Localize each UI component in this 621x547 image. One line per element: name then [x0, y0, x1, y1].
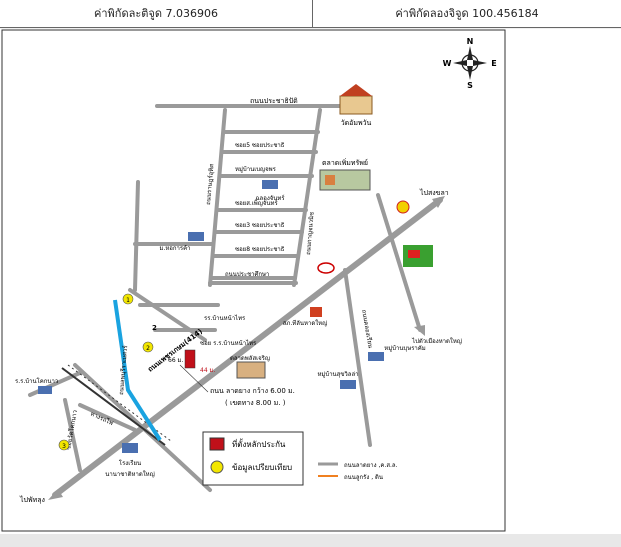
road-soi-pawnchan: ซอยส.เพ็ญจันทร์ — [235, 198, 278, 207]
highway-414 — [52, 197, 443, 498]
bigc-icon — [403, 245, 433, 267]
compass-icon: N S E W — [443, 37, 497, 90]
school-bottom-icon — [122, 443, 138, 453]
dist-b-label: ( เขตทาง 8.00 ม. ) — [225, 399, 286, 407]
road-ratakan: ถนนราษฎร์อุทิศ — [204, 163, 216, 205]
legend-plot-label: ที่ตั้งหลักประกัน — [232, 438, 286, 449]
market-label: ตลาดเพิ่มทรัพย์ — [322, 158, 368, 167]
legend-dirt-label: ถนนลูกรัง , ดิน — [344, 474, 383, 481]
label-c2: 2 — [152, 324, 157, 332]
university-label: ม.หอการค้า — [159, 245, 190, 252]
university-icon — [188, 232, 204, 241]
map-canvas: N S E W — [1, 29, 506, 532]
arrow-songkhla-icon — [432, 196, 445, 208]
market-icon — [319, 169, 371, 191]
bus-icon — [262, 180, 278, 189]
police-label: สภ.ทีลันหาดใหญ่ — [283, 319, 327, 327]
road-network — [28, 104, 422, 492]
legend-info-label: ข้อมูลเปรียบเทียบ — [232, 463, 292, 473]
songkhla-label: ไปสงขลา — [419, 188, 449, 197]
compass-east: E — [491, 59, 496, 68]
land-dim2-label: 44 ม. — [200, 367, 215, 374]
phatthalung-label: ไปพัทลุง — [19, 495, 45, 504]
village3-icon — [340, 380, 356, 389]
road-prachathipat: ถนนประชาธิปัติ — [250, 97, 298, 105]
school-bottom-label-2: นานาชาติหาดใหญ่ — [105, 470, 155, 478]
coordinate-header: ค่าพิกัดละติจูด 7.036906 ค่าพิกัดลองจิจู… — [0, 0, 621, 28]
svg-text:3: 3 — [62, 443, 66, 450]
school1-label: รร.บ้านหน้าไทร — [204, 314, 246, 322]
info-marker-3: 3 — [58, 439, 70, 451]
dist-a-label: ถนน ลาดยาง กว้าง 6.00 ม. — [210, 387, 295, 395]
collateral-plot — [184, 349, 196, 369]
shell-icon — [396, 200, 410, 214]
toyota-icon — [317, 262, 335, 274]
temple-icon — [339, 84, 373, 115]
school-left-icon — [38, 386, 52, 394]
footer-bar — [0, 534, 621, 547]
police-icon — [310, 307, 322, 317]
svg-text:2: 2 — [146, 345, 150, 352]
info-marker-1: 1 — [122, 293, 134, 305]
school2-label: ซอย ร.ร.บ้านหน้าไทร — [200, 339, 257, 347]
compass-south: S — [467, 81, 473, 90]
road-village: หมู่บ้านเบญจพร — [235, 166, 277, 173]
latitude-label: ค่าพิกัดละติจูด 7.036906 — [0, 0, 313, 28]
longitude-label: ค่าพิกัดลองจิจูด 100.456184 — [395, 7, 539, 20]
dim-leader — [179, 364, 209, 393]
road-karnchanawanich: ถนนกาญจนวนิช — [305, 212, 316, 256]
road-soi5: ซอย5 ซอยประชาธิ — [235, 142, 285, 149]
arrow-city-icon — [414, 325, 425, 336]
temple-label: วัดอัมพวัน — [341, 119, 372, 127]
cheerful-market-label: ตลาดพลัสเจริญ — [230, 355, 270, 362]
legend-road-label: ถนนลาดยาง ,ค.ส.ล. — [344, 462, 398, 469]
canal — [113, 299, 162, 442]
compass-north: N — [467, 37, 474, 46]
road-soi-ban: ร.ร.บ้านโคกนาว — [15, 377, 58, 385]
arrow-phatthalung-icon — [48, 489, 63, 500]
legend-plot-swatch — [209, 437, 225, 451]
road-soi3: ซอย3 ซอยประชาธิ — [235, 222, 285, 229]
khohong-label: ไปตัวเมืองหาดใหญ่ — [411, 337, 462, 345]
info-marker-2: 2 — [142, 341, 154, 353]
svg-text:1: 1 — [126, 297, 130, 304]
cheerful-market-icon — [236, 361, 266, 379]
village3-label: หมู่บ้านสุขวิลล่า — [317, 371, 358, 378]
village2-label: หมู่บ้านบุษราคัม — [384, 345, 426, 352]
compass-west: W — [443, 59, 452, 68]
road-soi8: ซอย8 ซอยประชาธิ — [235, 246, 285, 253]
land-dim-label: 66 ม. — [168, 357, 183, 364]
bridge-market-label: ฉลองจันทร์ — [255, 194, 285, 202]
road-pracha-suksa: ถนนประชาศึกษา — [225, 271, 269, 278]
village2-icon — [368, 352, 384, 361]
legend-info-swatch — [210, 460, 224, 474]
legend: ที่ตั้งหลักประกัน ข้อมูลเปรียบเทียบ ถนนล… — [202, 431, 398, 486]
location-map: N S E W — [0, 29, 621, 534]
school-bottom-label: โรงเรียน — [119, 459, 141, 467]
